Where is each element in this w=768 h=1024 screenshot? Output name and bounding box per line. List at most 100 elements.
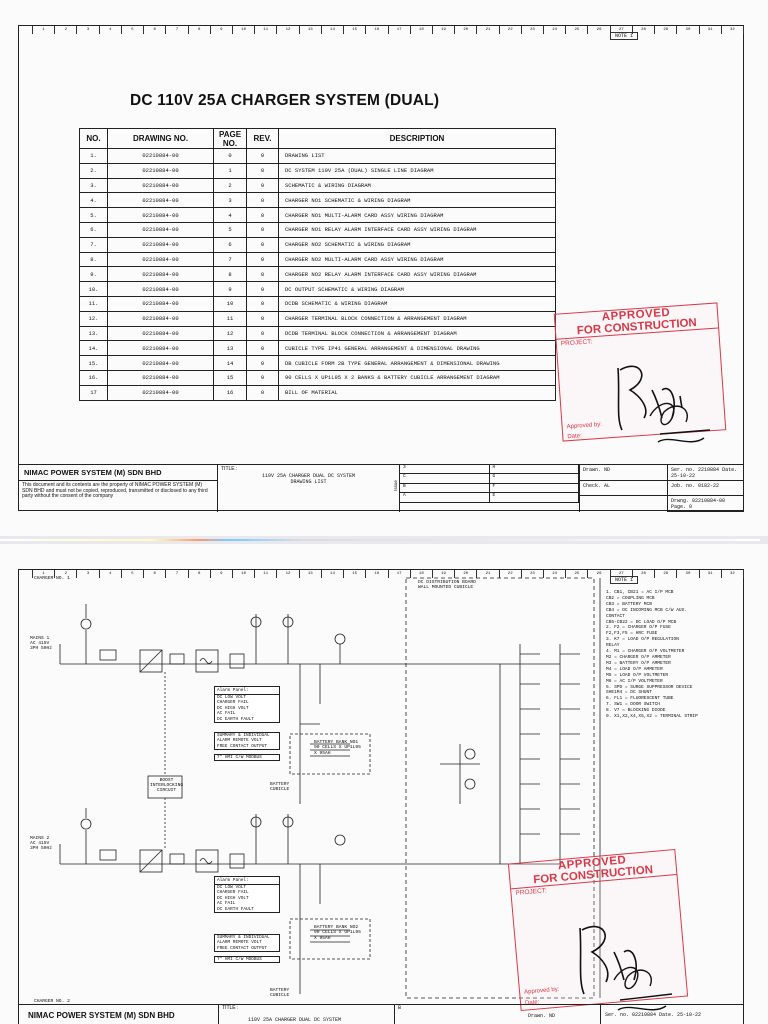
battery-line: X 95AH bbox=[314, 750, 331, 756]
drawing-number-value: 02210884-00 bbox=[692, 498, 726, 505]
row-number: 3. bbox=[79, 177, 108, 194]
charger-2-label: CHARGER NO. 2 bbox=[34, 999, 70, 1004]
issue-label: Issue bbox=[392, 480, 398, 491]
col-header-no: NO. bbox=[79, 128, 108, 149]
note-line: M4 = LOAD O/P AMMETER bbox=[606, 666, 663, 672]
row-description: DCDB SCHEMATIC & WIRING DIAGRAM bbox=[278, 295, 556, 312]
issue-code: H bbox=[490, 465, 579, 474]
row-page: 13 bbox=[213, 340, 247, 357]
row-number: 13. bbox=[79, 325, 108, 342]
note-line: SHE1M4 = DC SHUNT bbox=[606, 690, 652, 696]
row-page: 4 bbox=[213, 207, 247, 223]
row-drawing-number: 02210884-00 bbox=[107, 221, 214, 238]
battery-bank-1: BATTERY BANK NO1 90 CELLS X UP1L95 X 95A… bbox=[314, 740, 361, 756]
note-line: M5 = LOAD O/P VOLTMETER bbox=[606, 672, 669, 678]
row-number: 15. bbox=[79, 355, 108, 371]
row-rev: 0 bbox=[246, 236, 279, 253]
row-rev: 0 bbox=[246, 177, 279, 194]
row-number: 2. bbox=[79, 162, 108, 179]
row-drawing-number: 02210884-00 bbox=[107, 162, 214, 179]
battery-line: BATTERY BANK NO2 bbox=[314, 925, 359, 930]
row-drawing-number: 02210884-00 bbox=[107, 177, 214, 194]
note-line: CB2 = COUPLING MCB bbox=[606, 595, 655, 601]
row-number: 7. bbox=[79, 236, 108, 253]
row-drawing-number: 02210884-00 bbox=[107, 355, 214, 371]
serial-value: 2210884 bbox=[698, 467, 720, 473]
title-line-1: 110V 25A CHARGER DUAL DC SYSTEM bbox=[261, 473, 355, 479]
hmi-box: 7" HMI C/W MODBUS bbox=[214, 956, 280, 964]
alarm-panel-box: Alarm Panel: DC LOW VOLT CHARGER FAIL DC… bbox=[214, 686, 280, 724]
row-number: 11. bbox=[79, 295, 108, 312]
check-row: Check. AL bbox=[580, 481, 667, 497]
job-row: Job. no. 0182-22 bbox=[668, 481, 744, 497]
stamp-date: Date: bbox=[567, 433, 582, 441]
row-drawing-number: 02210884-00 bbox=[107, 340, 214, 357]
row-drawing-number: 02210884-00 bbox=[107, 384, 214, 401]
row-page: 15 bbox=[213, 369, 247, 386]
note-line: 9. X1,X2,X4,X5,X2 = TERMINAL STRIP bbox=[606, 714, 698, 720]
alarm-panel-title: Alarm Panel: bbox=[215, 687, 279, 695]
alarm-panel-title: Alarm Panel: bbox=[215, 877, 279, 885]
row-rev: 0 bbox=[246, 310, 279, 327]
row-number: 6. bbox=[79, 221, 108, 238]
serial-row: Ser. no. 2210884 Date. 25-10-22 bbox=[668, 465, 744, 481]
job-value: 0182-22 bbox=[698, 482, 720, 489]
battery-bank-2: BATTERY BANK NO2 90 CELLS X UP1L95 X 95A… bbox=[314, 925, 361, 941]
row-rev: 0 bbox=[246, 340, 279, 357]
col-header-description: DESCRIPTION bbox=[278, 128, 556, 149]
alarm-line: DC LOW VOLT bbox=[217, 695, 246, 700]
row-drawing-number: 02210884-00 bbox=[107, 266, 214, 283]
single-line-diagram bbox=[59, 577, 601, 999]
row-page: 6 bbox=[213, 236, 247, 253]
page-label: Page. bbox=[671, 504, 687, 511]
serial-field: Ser. no. 02210884 Date. 25-10-22 bbox=[600, 1005, 701, 1024]
copyright-notice: This document and its contents are the p… bbox=[22, 482, 208, 500]
charger-1-label: CHARGER NO. 1 bbox=[34, 576, 70, 581]
row-drawing-number: 02210884-00 bbox=[107, 148, 214, 164]
page-title: DC 110V 25A CHARGER SYSTEM (DUAL) bbox=[130, 92, 440, 109]
summary-line: ALARM REMOTE VOLT bbox=[217, 940, 262, 946]
row-rev: 0 bbox=[246, 251, 279, 268]
row-rev: 0 bbox=[246, 369, 279, 386]
drawn-value: ND bbox=[604, 467, 611, 473]
row-number: 16. bbox=[79, 369, 108, 386]
row-rev: 0 bbox=[246, 162, 279, 179]
issue-code: 3 bbox=[400, 465, 490, 474]
row-description: CHARGER NO1 MULTI-ALARM CARD ASSY WIRING… bbox=[278, 207, 556, 223]
drawn-row: Drawn. ND bbox=[580, 465, 667, 481]
notes-list: 1. CB1, CB21 = AC I/P MCB CB2 = COUPLING… bbox=[606, 590, 736, 720]
row-rev: 0 bbox=[246, 192, 279, 209]
stamp-approved-by: Approved by: bbox=[523, 986, 560, 996]
row-number: 17 bbox=[79, 384, 108, 401]
alarm-line: DC LOW VOLT bbox=[217, 885, 246, 890]
drawn-cell: Drawn. ND Check. AL bbox=[580, 465, 668, 512]
row-description: CHARGER NO2 SCHEMATIC & WIRING DIAGRAM bbox=[278, 236, 556, 253]
row-description: CHARGER TERMINAL BLOCK CONNECTION & ARRA… bbox=[278, 310, 556, 327]
row-number: 1. bbox=[79, 148, 108, 164]
check-label: Check. bbox=[583, 482, 602, 489]
alarm-line: DC HIGH VOLT bbox=[217, 705, 249, 711]
row-page: 12 bbox=[213, 325, 247, 342]
row-drawing-number: 02210884-00 bbox=[107, 236, 214, 253]
row-description: DB CUBICLE FORM 2B TYPE GENERAL ARRANGEM… bbox=[278, 355, 556, 371]
summary-line: FREE CONTACT OUTPUT bbox=[217, 945, 268, 951]
row-page: 1 bbox=[213, 162, 247, 179]
note-line: M6 = AC I/P VOLTMETER bbox=[606, 678, 663, 684]
row-page: 7 bbox=[213, 251, 247, 268]
row-description: DC OUTPUT SCHEMATIC & WIRING DIAGRAM bbox=[278, 281, 556, 297]
row-number: 9. bbox=[79, 266, 108, 283]
note-tag: NOTE 1 bbox=[609, 576, 638, 584]
row-page: 3 bbox=[213, 192, 247, 209]
issue-code: G bbox=[490, 474, 579, 483]
drawn-field: Drawn. ND bbox=[528, 1013, 556, 1019]
